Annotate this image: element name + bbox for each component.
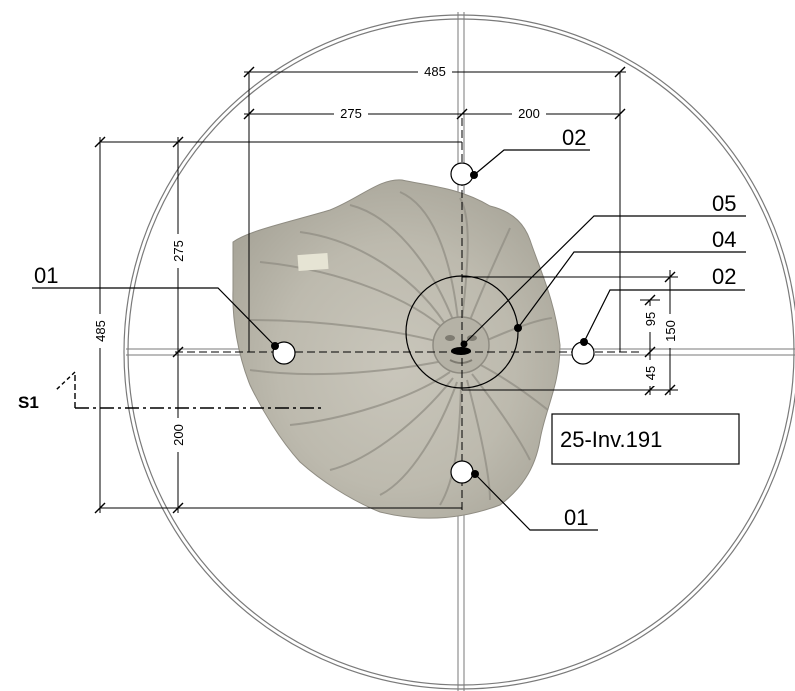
inventory-number: 25-Inv.191 [560, 427, 662, 452]
dimension-ticks [94, 66, 676, 514]
center-mark [451, 347, 471, 355]
dim-right-45: 45 [643, 366, 658, 380]
dim-right-150: 150 [663, 320, 678, 342]
label-center-circle: 04 [712, 227, 736, 252]
label-leaders [32, 149, 746, 531]
label-hole-bottom: 01 [564, 505, 588, 530]
dim-top-left: 275 [340, 106, 362, 121]
section-marker: S1 [18, 371, 322, 412]
label-hole-left: 01 [34, 263, 58, 288]
basin-outline [123, 14, 795, 690]
section-label: S1 [18, 393, 39, 412]
label-hole-top: 02 [562, 125, 586, 150]
dim-left-upper: 275 [171, 240, 186, 262]
stone-fragment-photo [232, 179, 561, 519]
dim-top-total: 485 [424, 64, 446, 79]
dim-top-right: 200 [518, 106, 540, 121]
hole-bottom [450, 460, 474, 484]
label-hole-right: 02 [712, 264, 736, 289]
leader-dots [271, 171, 588, 478]
hole-top [450, 162, 474, 186]
label-center-mark: 05 [712, 191, 736, 216]
dim-right-95: 95 [643, 312, 658, 326]
inventory-box: 25-Inv.191 [551, 413, 740, 465]
dim-left-lower: 200 [171, 424, 186, 446]
dim-left-total: 485 [93, 320, 108, 342]
